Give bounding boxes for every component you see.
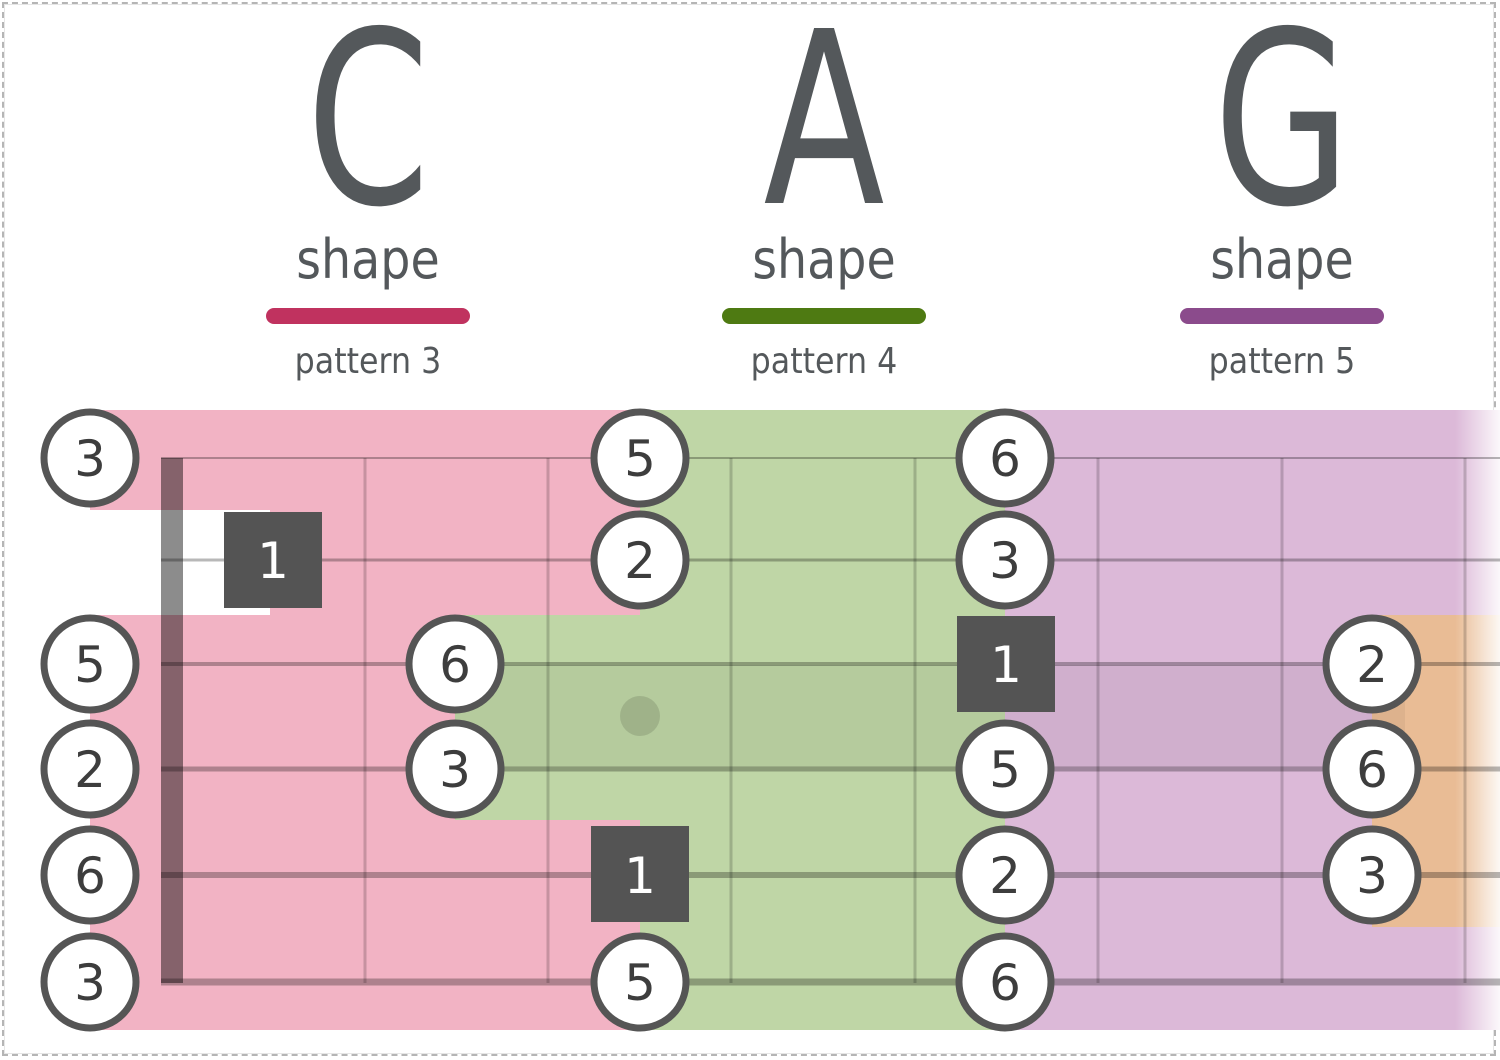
root-note-box: 1 bbox=[957, 616, 1055, 712]
c-shape-color-bar bbox=[266, 308, 470, 324]
g-shape-color-bar bbox=[1180, 308, 1384, 324]
svg-text:1: 1 bbox=[624, 847, 656, 905]
svg-text:6: 6 bbox=[74, 847, 106, 905]
note-circle: 3 bbox=[40, 408, 140, 508]
svg-text:2: 2 bbox=[989, 847, 1021, 905]
note-circle: 3 bbox=[405, 719, 505, 819]
a-shape-color-bar bbox=[722, 308, 926, 324]
fret3-notes: 6 3 bbox=[405, 614, 505, 819]
note-circle: 6 bbox=[955, 932, 1055, 1032]
right-fade bbox=[1455, 410, 1500, 1030]
svg-text:5: 5 bbox=[624, 430, 656, 488]
svg-text:3: 3 bbox=[439, 741, 471, 799]
a-g-overlap-band bbox=[455, 665, 1405, 767]
a-shape-region bbox=[455, 410, 1005, 1030]
note-circle: 6 bbox=[1322, 719, 1422, 819]
fret6-notes: 6 3 1 5 2 6 bbox=[955, 408, 1055, 1032]
a-shape-pattern-label: pattern 4 bbox=[750, 341, 898, 382]
note-circle: 5 bbox=[955, 719, 1055, 819]
note-circle: 5 bbox=[40, 614, 140, 714]
note-circle: 3 bbox=[1322, 825, 1422, 925]
fret8-notes: 2 6 3 bbox=[1322, 614, 1422, 925]
svg-text:1: 1 bbox=[990, 636, 1022, 694]
svg-text:6: 6 bbox=[989, 430, 1021, 488]
svg-text:3: 3 bbox=[1356, 847, 1388, 905]
note-circle: 6 bbox=[40, 825, 140, 925]
root-note-box: 1 bbox=[591, 826, 689, 922]
note-circle: 6 bbox=[955, 408, 1055, 508]
g-shape-pattern-label: pattern 5 bbox=[1208, 341, 1356, 382]
note-circle: 2 bbox=[40, 719, 140, 819]
note-circle: 5 bbox=[590, 408, 690, 508]
root-note-box: 1 bbox=[224, 512, 322, 608]
c-shape-header: C shape pattern 3 bbox=[238, 0, 498, 382]
a-shape-header: A shape pattern 4 bbox=[694, 0, 954, 382]
svg-text:5: 5 bbox=[624, 954, 656, 1012]
g-shape-letter: G bbox=[1213, 0, 1351, 260]
nut bbox=[161, 458, 183, 983]
c-shape-region bbox=[90, 410, 640, 1030]
fret-marker-dot bbox=[620, 696, 660, 736]
svg-text:3: 3 bbox=[989, 532, 1021, 590]
note-circle: 6 bbox=[405, 614, 505, 714]
svg-text:2: 2 bbox=[1356, 636, 1388, 694]
note-circle: 2 bbox=[1322, 614, 1422, 714]
c-shape-pattern-label: pattern 3 bbox=[294, 341, 442, 382]
svg-text:6: 6 bbox=[989, 954, 1021, 1012]
a-shape-word: shape bbox=[752, 228, 896, 291]
svg-text:1: 1 bbox=[257, 532, 289, 590]
note-circle: 5 bbox=[590, 932, 690, 1032]
open-string-notes: 3 5 2 6 3 bbox=[40, 408, 140, 1032]
note-circle: 3 bbox=[955, 510, 1055, 610]
note-circle: 2 bbox=[590, 510, 690, 610]
a-shape-letter: A bbox=[763, 0, 885, 260]
svg-text:3: 3 bbox=[74, 430, 106, 488]
note-circle: 2 bbox=[955, 825, 1055, 925]
svg-text:2: 2 bbox=[624, 532, 656, 590]
svg-text:5: 5 bbox=[989, 741, 1021, 799]
svg-text:2: 2 bbox=[74, 741, 106, 799]
g-shape-header: G shape pattern 5 bbox=[1152, 0, 1412, 382]
svg-text:5: 5 bbox=[74, 636, 106, 694]
svg-text:6: 6 bbox=[1356, 741, 1388, 799]
fret4-notes: 5 2 1 5 bbox=[590, 408, 690, 1032]
c-shape-letter: C bbox=[306, 0, 430, 260]
svg-text:6: 6 bbox=[439, 636, 471, 694]
note-circle: 3 bbox=[40, 932, 140, 1032]
g-shape-word: shape bbox=[1210, 228, 1354, 291]
fret-lines bbox=[363, 458, 1467, 983]
strings bbox=[161, 457, 1500, 986]
svg-text:3: 3 bbox=[74, 954, 106, 1012]
c-shape-word: shape bbox=[296, 228, 440, 291]
